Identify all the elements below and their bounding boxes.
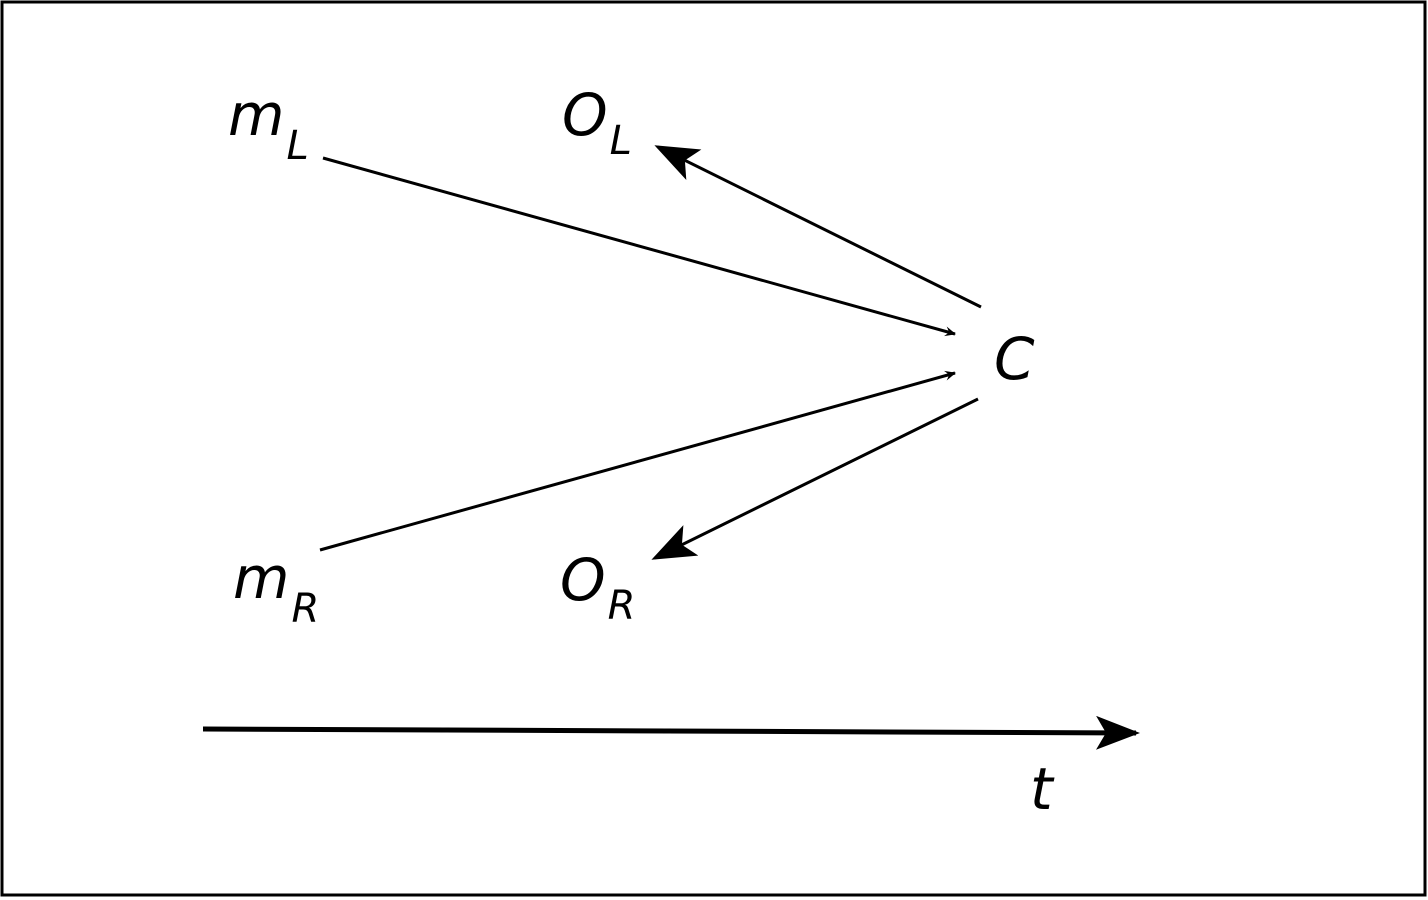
node-label-O-R: OR: [560, 546, 635, 629]
edge-C-to-OL: [654, 145, 982, 309]
time-axis-label: t: [1030, 755, 1055, 823]
edge-mR-to-C: [319, 370, 956, 552]
edge-mL-to-C: [322, 156, 956, 337]
time-axis-arrow: [202, 715, 1140, 750]
node-label-m-R: mR: [233, 544, 319, 632]
edge-C-to-OR: [651, 397, 979, 560]
node-label-O-L: OL: [562, 81, 632, 164]
node-label-C: C: [994, 325, 1035, 393]
node-label-m-L: mL: [228, 81, 309, 169]
